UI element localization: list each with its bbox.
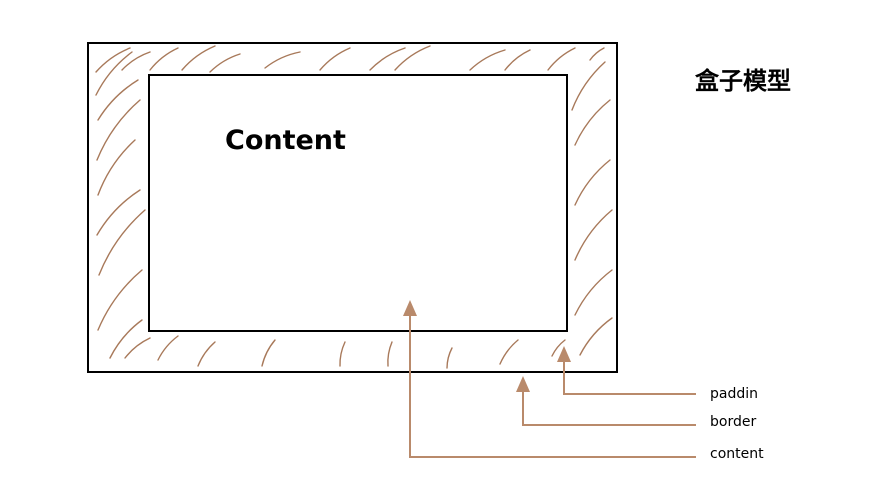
- hatch-stroke: [97, 269, 143, 331]
- hatch-stroke: [98, 209, 146, 276]
- hatch-stroke: [446, 347, 453, 369]
- content-box-label: Content: [225, 125, 346, 156]
- hatch-stroke: [394, 45, 431, 71]
- hatch-stroke: [209, 53, 241, 73]
- hatch-stroke: [197, 341, 216, 367]
- hatch-stroke: [504, 49, 531, 71]
- hatch-stroke: [95, 47, 131, 73]
- hatch-stroke: [261, 339, 276, 367]
- hatch-stroke: [97, 139, 136, 196]
- hatch-stroke: [319, 47, 351, 71]
- content-arrow-line: [409, 316, 696, 458]
- content-arrowhead: [403, 300, 417, 316]
- callout-arrows: [403, 300, 696, 458]
- border-arrowhead: [516, 376, 530, 392]
- hatch-stroke: [574, 99, 611, 146]
- hatch-stroke: [121, 51, 151, 71]
- hatch-stroke: [149, 47, 179, 71]
- hatch-stroke: [264, 51, 301, 69]
- hatch-stroke: [571, 61, 606, 111]
- hatch-stroke: [469, 49, 506, 71]
- hatch-stroke: [96, 189, 141, 236]
- hatch-stroke: [547, 47, 576, 71]
- hatch-stroke: [574, 159, 611, 206]
- hatch-stroke: [387, 341, 393, 367]
- border-arrow-line: [522, 392, 696, 426]
- inner-content-box: [148, 74, 568, 332]
- hatch-stroke: [574, 269, 613, 316]
- hatch-stroke: [95, 51, 133, 96]
- padding-arrowhead: [557, 346, 571, 362]
- hatch-stroke: [339, 341, 346, 367]
- diagram-title: 盒子模型: [694, 67, 791, 95]
- hatch-stroke: [499, 339, 519, 365]
- hatch-stroke: [157, 335, 179, 361]
- padding-label: paddin: [710, 386, 758, 402]
- hatch-stroke: [574, 209, 613, 261]
- hatch-stroke: [369, 47, 406, 71]
- padding-hatching: [95, 45, 613, 369]
- padding-arrow-line: [563, 362, 696, 395]
- hatch-stroke: [97, 79, 139, 121]
- hatch-stroke: [109, 319, 143, 359]
- hatch-stroke: [589, 47, 605, 61]
- hatch-stroke: [124, 337, 151, 359]
- hatch-stroke: [551, 339, 566, 357]
- hatch-stroke: [579, 317, 613, 356]
- hatch-stroke: [181, 45, 216, 71]
- hatch-stroke: [96, 99, 141, 161]
- content-label: content: [710, 446, 764, 462]
- outer-border-box: [87, 42, 618, 373]
- border-label: border: [710, 414, 756, 430]
